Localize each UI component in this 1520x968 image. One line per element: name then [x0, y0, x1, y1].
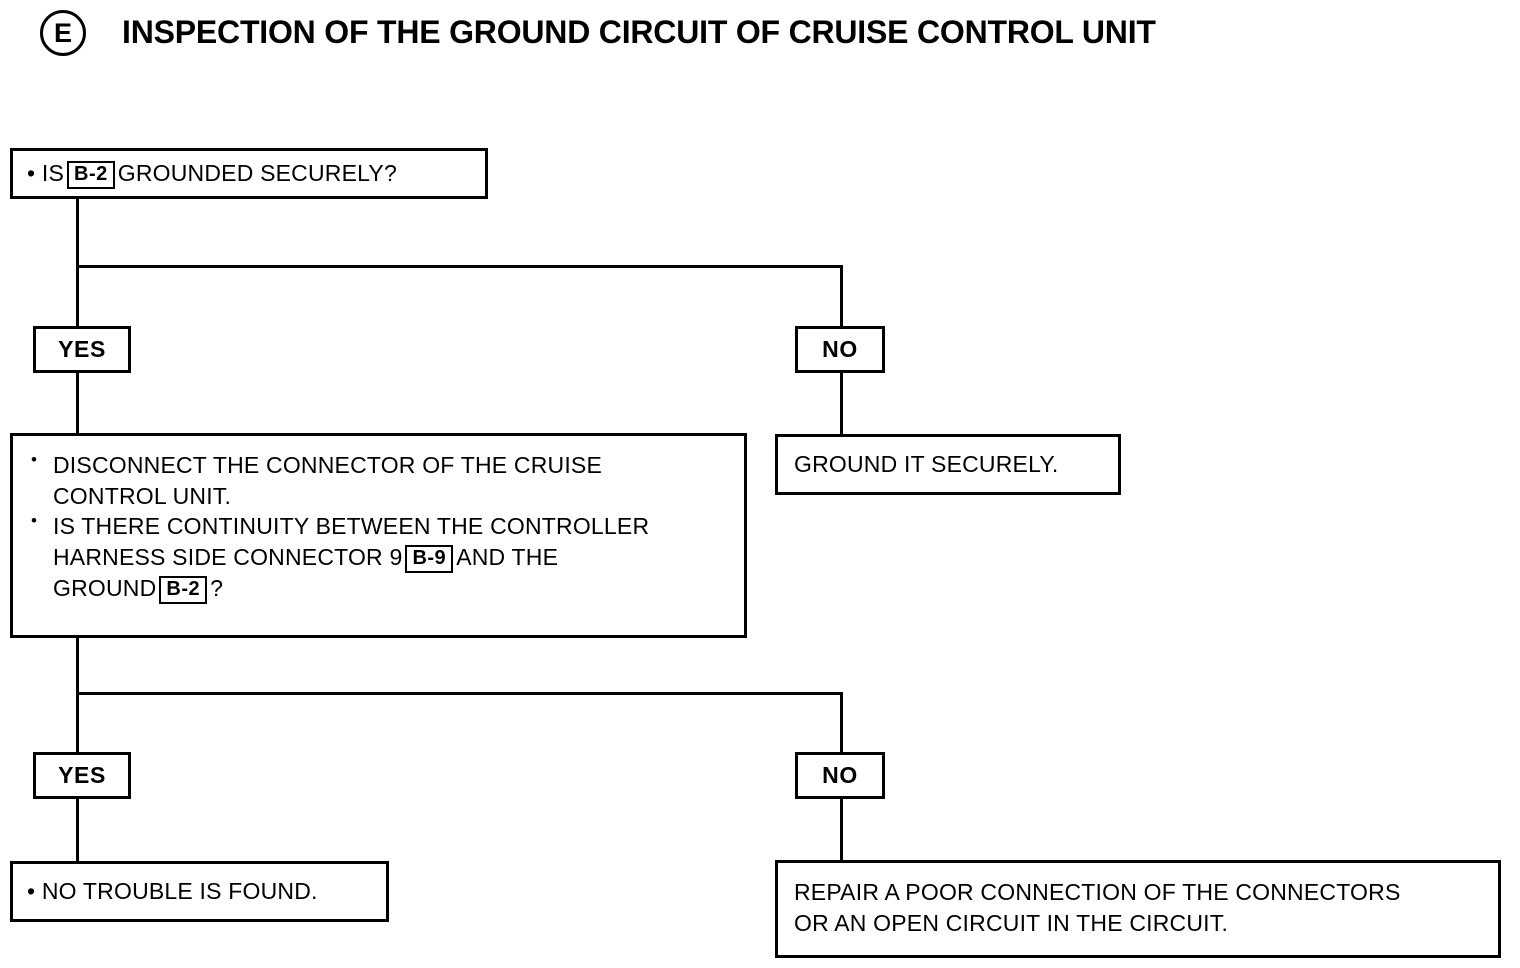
action-line-4-before: HARNESS SIDE CONNECTOR 9	[53, 543, 403, 570]
connector-no2-to-repair	[840, 799, 843, 861]
result-no-trouble-text: • NO TROUBLE IS FOUND.	[27, 876, 318, 906]
repair-text-block: REPAIR A POOR CONNECTION OF THE CONNECTO…	[794, 877, 1498, 938]
connector-branch2-yes-drop	[76, 692, 79, 754]
branch2-no-box: NO	[795, 752, 885, 799]
section-badge-e: E	[40, 10, 86, 56]
connector-tag-b2: B-2	[67, 160, 115, 190]
action-bullet-continuity: IS THERE CONTINUITY BETWEEN THE CONTROLL…	[27, 510, 732, 605]
connector-yes1-to-action	[76, 373, 79, 435]
repair-line-2: OR AN OPEN CIRCUIT IN THE CIRCUIT.	[794, 909, 1229, 936]
result-box-ground-it-securely: GROUND IT SECURELY.	[775, 434, 1121, 495]
action-line-2: CONTROL UNIT.	[53, 482, 232, 509]
bullet-marker-no-trouble: •	[27, 878, 36, 905]
result-ground-text: GROUND IT SECURELY.	[794, 451, 1059, 478]
action-line-3: IS THERE CONTINUITY BETWEEN THE CONTROLL…	[53, 513, 650, 540]
branch2-yes-label: YES	[58, 762, 106, 789]
connector-tag-b2-ground: B-2	[159, 575, 208, 605]
connector-branch2-bar	[76, 692, 843, 695]
branch1-no-box: NO	[795, 326, 885, 373]
connector-no1-to-ground	[840, 373, 843, 436]
action-line-1: DISCONNECT THE CONNECTOR OF THE CRUISE	[53, 452, 603, 478]
action-box-disconnect-and-test: DISCONNECT THE CONNECTOR OF THE CRUISE C…	[10, 433, 747, 638]
branch2-no-label: NO	[822, 762, 858, 789]
action-line-4-after: AND THE	[456, 543, 559, 570]
connector-branch1-no-drop	[840, 265, 843, 328]
action-line-5-after: ?	[210, 574, 224, 601]
branch2-yes-box: YES	[33, 752, 131, 799]
page-title: INSPECTION OF THE GROUND CIRCUIT OF CRUI…	[122, 14, 1156, 50]
question-text-after: GROUNDED SECURELY?	[117, 159, 397, 186]
branch1-yes-box: YES	[33, 326, 131, 373]
action-line-5-before: GROUND	[53, 574, 157, 601]
connector-branch1-bar	[76, 265, 843, 268]
connector-branch1-yes-drop	[76, 265, 79, 328]
branch1-yes-label: YES	[58, 336, 106, 363]
connector-action-stem	[76, 638, 79, 695]
action-bullet-list: DISCONNECT THE CONNECTOR OF THE CRUISE C…	[27, 449, 732, 605]
result-box-no-trouble-found: • NO TROUBLE IS FOUND.	[10, 861, 389, 922]
action-bullet-disconnect: DISCONNECT THE CONNECTOR OF THE CRUISE C…	[27, 449, 732, 511]
repair-line-1: REPAIR A POOR CONNECTION OF THE CONNECTO…	[794, 879, 1401, 905]
result-box-repair-connection: REPAIR A POOR CONNECTION OF THE CONNECTO…	[775, 860, 1501, 958]
bullet-marker: •	[27, 159, 36, 186]
result-no-trouble-label: NO TROUBLE IS FOUND.	[41, 878, 318, 905]
connector-q1-stem	[76, 198, 79, 268]
page-header: E INSPECTION OF THE GROUND CIRCUIT OF CR…	[0, 0, 1520, 100]
section-badge-label: E	[53, 17, 72, 48]
branch1-no-label: NO	[822, 336, 858, 363]
connector-branch2-no-drop	[840, 692, 843, 754]
question-text-before: IS	[41, 159, 64, 186]
connector-yes2-to-notrouble	[76, 799, 79, 863]
connector-tag-b9: B-9	[405, 544, 454, 573]
